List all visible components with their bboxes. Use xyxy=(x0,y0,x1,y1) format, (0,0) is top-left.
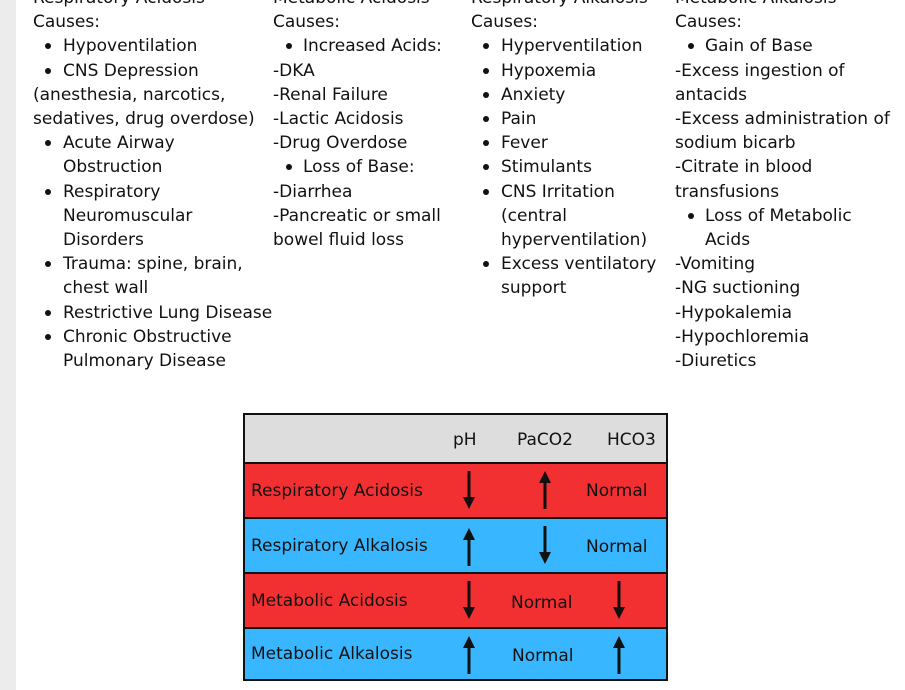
arrow-up-icon xyxy=(539,471,551,509)
document-page: Respiratory Acidosis Causes: Hypoventila… xyxy=(16,0,905,690)
column-heading: Respiratory Acidosis xyxy=(33,0,283,10)
cause-bullet: Loss of Metabolic Acids xyxy=(675,204,890,252)
cause-detail: bowel fluid loss xyxy=(273,230,404,251)
cause-detail: -Drug Overdose xyxy=(273,133,408,154)
table-row-respiratory-acidosis: Respiratory Acidosis Normal xyxy=(245,464,666,519)
header-paco2: PaCO2 xyxy=(517,430,573,450)
cause-bullet: Hypoventilation xyxy=(33,34,283,58)
cause-detail: transfusions xyxy=(675,181,780,202)
causes-label: Causes: xyxy=(675,12,742,33)
column-metabolic-alkalosis: Metabolic Alkalosis Causes: Gain of Base… xyxy=(675,0,900,373)
cause-bullet: Fever xyxy=(471,131,666,155)
causes-list: Gain of Base xyxy=(675,34,900,58)
header-ph: pH xyxy=(453,430,477,450)
cause-bullet: Excess ventilatory support xyxy=(471,252,666,300)
cause-bullet: Acute Airway Obstruction xyxy=(33,131,213,179)
arrow-up-icon xyxy=(463,636,475,674)
cause-detail: -Renal Failure xyxy=(273,84,388,105)
cause-detail: sedatives, drug overdose) xyxy=(33,109,255,130)
cause-detail: -Excess administration of xyxy=(675,109,890,130)
arrow-up-icon xyxy=(613,636,625,674)
paco2-value: Normal xyxy=(511,593,573,613)
hco3-value: Normal xyxy=(586,537,648,557)
cause-detail: -Citrate in blood xyxy=(675,157,813,178)
header-hco3: HCO3 xyxy=(607,430,656,450)
table-row-metabolic-acidosis: Metabolic Acidosis Normal xyxy=(245,574,666,629)
column-respiratory-acidosis: Respiratory Acidosis Causes: Hypoventila… xyxy=(33,0,283,373)
column-heading: Metabolic Alkalosis xyxy=(675,0,900,10)
cause-bullet: Pain xyxy=(471,107,666,131)
cause-bullet: Hyperventilation xyxy=(471,34,666,58)
cause-bullet: CNS Irritation (central hyperventilation… xyxy=(471,180,651,253)
cause-bullet: CNS Depression xyxy=(33,59,283,83)
cause-detail: -NG suctioning xyxy=(675,278,801,299)
cause-detail: -Excess ingestion of xyxy=(675,60,845,81)
causes-label: Causes: xyxy=(33,12,100,33)
cause-bullet: Loss of Base: xyxy=(273,155,463,179)
left-rail xyxy=(0,0,16,690)
paco2-value: Normal xyxy=(512,646,574,666)
column-metabolic-acidosis: Metabolic Acidosis Causes: Increased Aci… xyxy=(273,0,463,252)
arrow-down-icon xyxy=(613,581,625,619)
cause-bullet: Restrictive Lung Disease xyxy=(33,301,283,325)
arrow-down-icon xyxy=(463,581,475,619)
cause-detail: sodium bicarb xyxy=(675,133,796,154)
cause-bullet: Respiratory Neuromuscular Disorders xyxy=(33,180,213,253)
row-label: Respiratory Alkalosis xyxy=(251,536,428,556)
row-label: Respiratory Acidosis xyxy=(251,481,423,501)
cause-bullet: Anxiety xyxy=(471,83,666,107)
causes-list: Loss of Metabolic Acids xyxy=(675,204,900,252)
cause-detail: -Hypochloremia xyxy=(675,326,810,347)
arrow-down-icon xyxy=(463,471,475,509)
row-label: Metabolic Acidosis xyxy=(251,591,408,611)
column-respiratory-alkalosis: Respiratory Alkalosis Causes: Hyperventi… xyxy=(471,0,666,301)
row-label: Metabolic Alkalosis xyxy=(251,644,413,664)
arrow-up-icon xyxy=(463,528,475,566)
arrow-down-icon xyxy=(539,526,551,564)
cause-bullet: Trauma: spine, brain, chest wall xyxy=(33,252,253,300)
cause-bullet: Increased Acids: xyxy=(273,34,463,58)
cause-detail: -Lactic Acidosis xyxy=(273,109,404,130)
cause-bullet: Stimulants xyxy=(471,155,666,179)
column-heading: Metabolic Acidosis xyxy=(273,0,463,10)
cause-detail: -Hypokalemia xyxy=(675,302,793,323)
causes-list: Hyperventilation Hypoxemia Anxiety Pain … xyxy=(471,34,666,300)
cause-detail: -Diuretics xyxy=(675,351,757,372)
abg-summary-table: pH PaCO2 HCO3 Respiratory Acidosis Norma… xyxy=(243,413,668,681)
causes-label: Causes: xyxy=(273,12,340,33)
cause-bullet: Hypoxemia xyxy=(471,59,666,83)
cause-detail: antacids xyxy=(675,84,747,105)
causes-list: Hypoventilation CNS Depression xyxy=(33,34,283,82)
table-row-respiratory-alkalosis: Respiratory Alkalosis Normal xyxy=(245,519,666,574)
table-row-metabolic-alkalosis: Metabolic Alkalosis Normal xyxy=(245,629,666,679)
cause-bullet: Gain of Base xyxy=(675,34,900,58)
cause-detail: -Diarrhea xyxy=(273,181,353,202)
cause-detail: -Pancreatic or small xyxy=(273,205,441,226)
cause-detail: (anesthesia, narcotics, xyxy=(33,84,226,105)
cause-detail: -DKA xyxy=(273,60,315,81)
column-heading: Respiratory Alkalosis xyxy=(471,0,666,10)
hco3-value: Normal xyxy=(586,481,648,501)
table-header-row: pH PaCO2 HCO3 xyxy=(245,415,666,464)
cause-bullet: Chronic Obstructive Pulmonary Disease xyxy=(33,325,263,373)
causes-list: Increased Acids: xyxy=(273,34,463,58)
causes-label: Causes: xyxy=(471,12,538,33)
causes-list: Acute Airway Obstruction Respiratory Neu… xyxy=(33,131,283,373)
cause-detail: -Vomiting xyxy=(675,254,756,275)
causes-list: Loss of Base: xyxy=(273,155,463,179)
